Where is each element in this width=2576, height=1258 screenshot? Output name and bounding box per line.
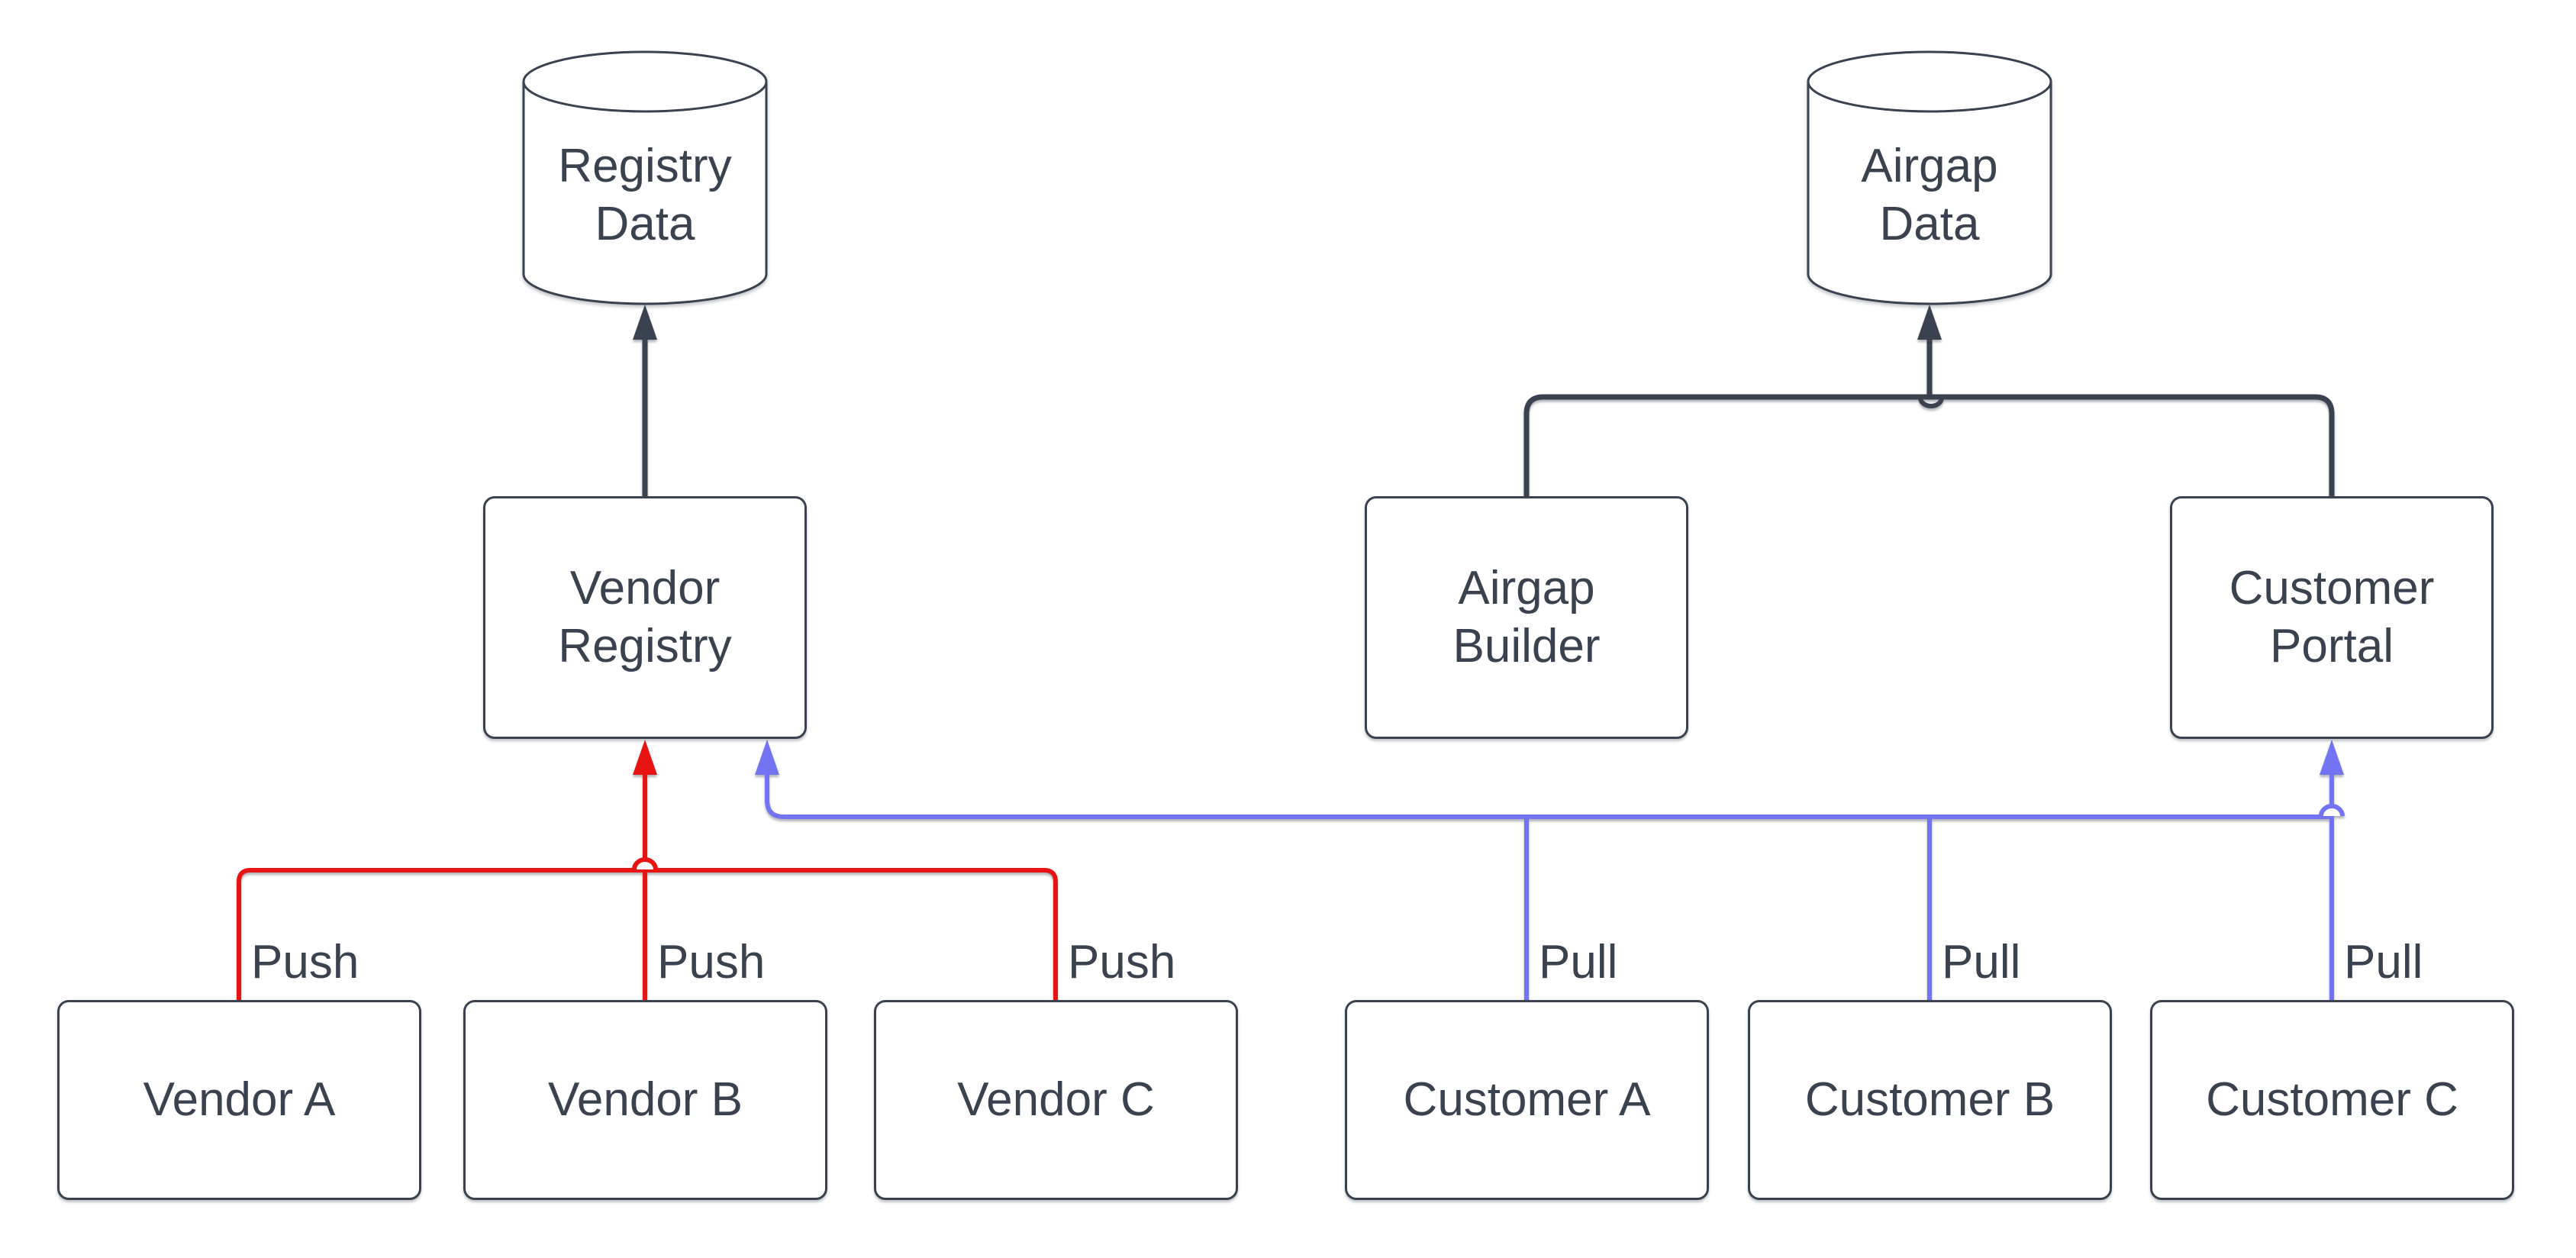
registry-data-cylinder-body	[522, 82, 768, 305]
vendor-registry-label-line2: Registry	[558, 620, 732, 673]
edge-label-pull-customer-a: Pull	[1539, 936, 1618, 989]
node-vendor-b: Vendor B	[463, 1000, 827, 1200]
customer-portal-label-line2: Portal	[2270, 620, 2394, 673]
vendor-b-label: Vendor B	[547, 1073, 743, 1126]
node-customer-c: Customer C	[2150, 1000, 2514, 1200]
edge-label-push-vendor-b: Push	[657, 936, 766, 989]
edge-label-pull-customer-b: Pull	[1942, 936, 2021, 989]
arrowhead-airgap-data	[1917, 305, 1942, 340]
edge-vendor-a-c-push	[237, 868, 1058, 1000]
airgap-data-cylinder	[1807, 50, 2052, 305]
customer-a-label: Customer A	[1403, 1073, 1651, 1126]
node-vendor-registry: Vendor Registry	[483, 496, 807, 739]
airgap-data-cylinder-body	[1807, 82, 2052, 305]
registry-data-label: Registry Data	[524, 52, 766, 304]
node-customer-portal: Customer Portal	[2170, 496, 2494, 739]
arrowhead-pull-vendor-registry	[755, 740, 779, 775]
edge-label-push-vendor-c: Push	[1068, 936, 1176, 989]
vendor-registry-label-line1: Vendor	[569, 562, 721, 614]
customer-c-label: Customer C	[2206, 1073, 2458, 1126]
edge-label-pull-customer-c: Pull	[2344, 936, 2423, 989]
arrowhead-registry-data	[633, 305, 657, 340]
registry-data-label-line1: Registry	[558, 140, 732, 192]
airgap-data-label: Airgap Data	[1808, 52, 2051, 304]
airgap-builder-label-line2: Builder	[1452, 620, 1601, 673]
registry-data-cylinder-top	[522, 50, 768, 113]
junction-bump-pull	[2319, 804, 2345, 817]
node-airgap-builder: Airgap Builder	[1365, 496, 1688, 739]
vendor-c-label: Vendor C	[957, 1073, 1155, 1126]
registry-data-cylinder	[522, 50, 768, 305]
junction-bump-airgap	[1918, 397, 1944, 408]
airgap-builder-label-line1: Airgap	[1458, 562, 1595, 614]
node-customer-a: Customer A	[1345, 1000, 1709, 1200]
customer-portal-label-line1: Customer	[2229, 562, 2435, 614]
arrowhead-pull-customer-portal	[2320, 740, 2344, 775]
registry-data-label-line2: Data	[595, 198, 695, 250]
arrowhead-push-vendor-registry	[633, 740, 657, 775]
edge-label-push-vendor-a: Push	[251, 936, 359, 989]
node-vendor-c: Vendor C	[874, 1000, 1238, 1200]
vendor-a-label: Vendor A	[143, 1073, 336, 1126]
junction-bump-push	[632, 857, 658, 870]
airgap-data-cylinder-top	[1807, 50, 2052, 113]
node-vendor-a: Vendor A	[57, 1000, 421, 1200]
edge-pull-trunk	[765, 773, 2329, 819]
airgap-data-label-line2: Data	[1879, 198, 1980, 250]
node-customer-b: Customer B	[1748, 1000, 2112, 1200]
customer-b-label: Customer B	[1804, 1073, 2055, 1126]
airgap-data-label-line1: Airgap	[1861, 140, 1998, 192]
